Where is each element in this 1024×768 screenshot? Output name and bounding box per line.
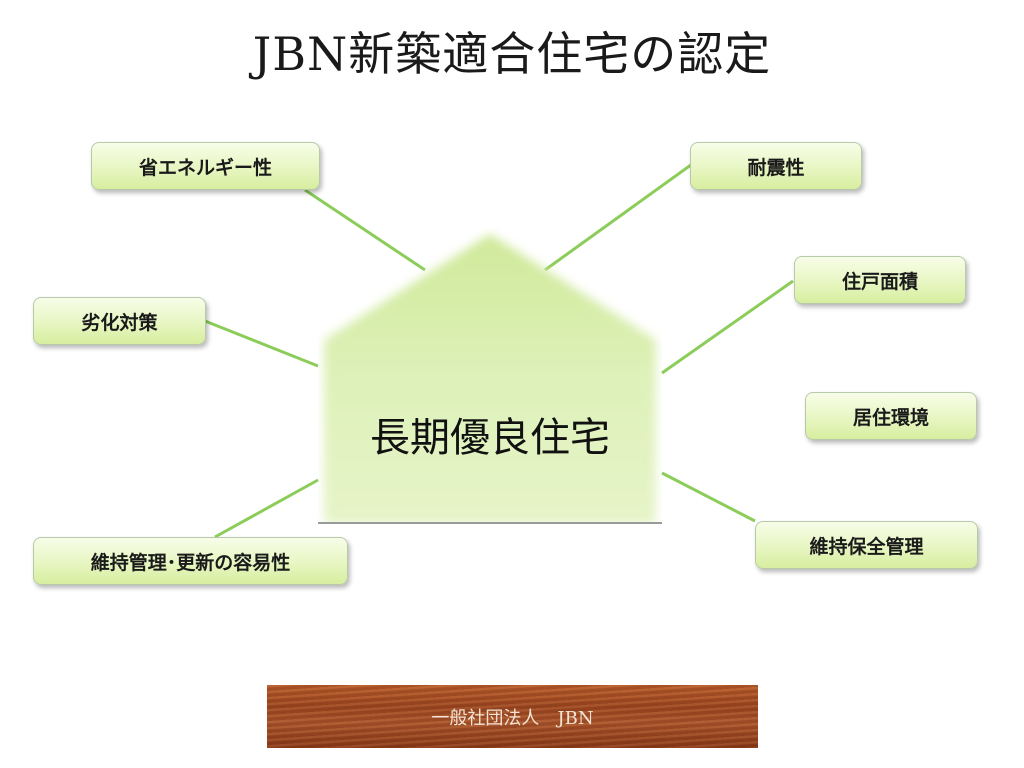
- footer-text: 一般社団法人 JBN: [431, 707, 594, 729]
- house-shape: [318, 234, 662, 524]
- node-living-environment: 居住環境: [805, 392, 977, 440]
- connector-maintenance-ease: [214, 478, 319, 539]
- connector-energy: [304, 188, 426, 272]
- connector-seismic: [544, 160, 696, 272]
- node-maintenance-plan: 維持保全管理: [755, 521, 978, 569]
- node-degradation-countermeasures: 劣化対策: [33, 297, 206, 345]
- connector-degradation: [204, 319, 319, 368]
- page-title: JBN新築適合住宅の認定: [252, 27, 772, 81]
- node-floor-area: 住戸面積: [794, 256, 966, 304]
- connector-floor-area: [661, 279, 794, 375]
- node-energy-efficiency: 省エネルギー性: [91, 142, 320, 190]
- node-maintenance-ease: 維持管理･更新の容易性: [33, 537, 348, 585]
- house-label: 長期優良住宅: [370, 415, 610, 461]
- connector-maintenance-plan: [661, 471, 756, 523]
- footer-banner: 一般社団法人 JBN: [267, 685, 758, 748]
- node-seismic-resistance: 耐震性: [690, 142, 862, 190]
